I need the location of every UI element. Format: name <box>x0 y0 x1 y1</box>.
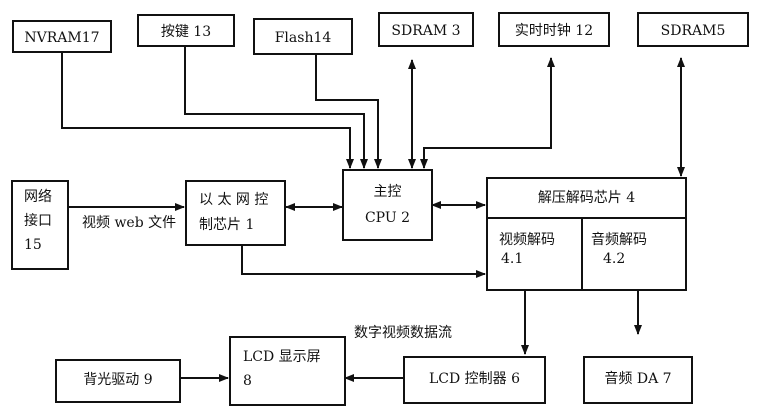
backlight-label: 背光驱动 9 <box>83 372 153 388</box>
rtc-label: 实时时钟 12 <box>514 23 594 39</box>
data-stream-label: 数字视频数据流 <box>354 325 452 341</box>
audio-da-label: 音频 DA 7 <box>604 371 672 387</box>
nvram-to-cpu-line <box>61 52 354 169</box>
nvram-label: NVRAM17 <box>24 30 100 46</box>
cpu-line1: 主控 <box>373 184 402 200</box>
flash-label: Flash14 <box>274 30 332 46</box>
audio-da-box: 音频 DA 7 <box>583 356 693 404</box>
decoder-label: 解压解码芯片 4 <box>537 190 636 206</box>
ethernet-chip-line1: 以 太 网 控 <box>199 192 269 208</box>
decoder-divider-vertical <box>581 217 583 289</box>
flash-to-cpu-line <box>315 54 382 169</box>
lcd-screen-line1: LCD 显示屏 <box>243 349 321 365</box>
decoder-divider-horizontal <box>488 217 685 219</box>
rtc-cpu-line <box>420 57 555 169</box>
keys-box: 按键 13 <box>137 14 235 47</box>
rtc-box: 实时时钟 12 <box>498 12 610 47</box>
cpu-line2: CPU 2 <box>364 210 411 226</box>
lcd-screen-box: LCD 显示屏 8 <box>229 336 346 406</box>
keys-label: 按键 13 <box>160 24 212 40</box>
cpu-box: 主控 CPU 2 <box>342 169 433 241</box>
network-port-line2: 接口 <box>24 213 52 229</box>
keys-to-cpu-line <box>184 46 368 169</box>
backlight-box: 背光驱动 9 <box>55 359 181 403</box>
audio-decode-line1: 音频解码 <box>591 232 647 248</box>
sdram3-label: SDRAM 3 <box>391 23 461 39</box>
sdram5-label: SDRAM5 <box>660 23 726 39</box>
ethernet-chip-line2: 制芯片 1 <box>199 217 255 233</box>
ethernet-to-decoder-line <box>241 244 486 278</box>
video-decode-line2: 4.1 <box>501 251 524 267</box>
nvram-box: NVRAM17 <box>12 20 112 53</box>
video-decode-line1: 视频解码 <box>499 232 555 248</box>
flash-box: Flash14 <box>253 18 353 55</box>
sdram5-box: SDRAM5 <box>637 12 749 47</box>
ethernet-chip-box: 以 太 网 控 制芯片 1 <box>185 180 286 246</box>
network-port-line1: 网络 <box>24 189 52 205</box>
sdram3-box: SDRAM 3 <box>378 12 474 47</box>
network-port-box: 网络 接口 15 <box>11 180 69 270</box>
decoder-box: 解压解码芯片 4 视频解码 4.1 音频解码 4.2 <box>486 177 687 291</box>
audio-decode-line2: 4.2 <box>603 251 626 267</box>
lcd-controller-box: LCD 控制器 6 <box>403 356 546 404</box>
lcd-screen-line2: 8 <box>243 373 252 389</box>
video-web-file-label: 视频 web 文件 <box>82 215 177 231</box>
network-port-line3: 15 <box>24 237 42 253</box>
lcd-controller-label: LCD 控制器 6 <box>428 371 521 387</box>
